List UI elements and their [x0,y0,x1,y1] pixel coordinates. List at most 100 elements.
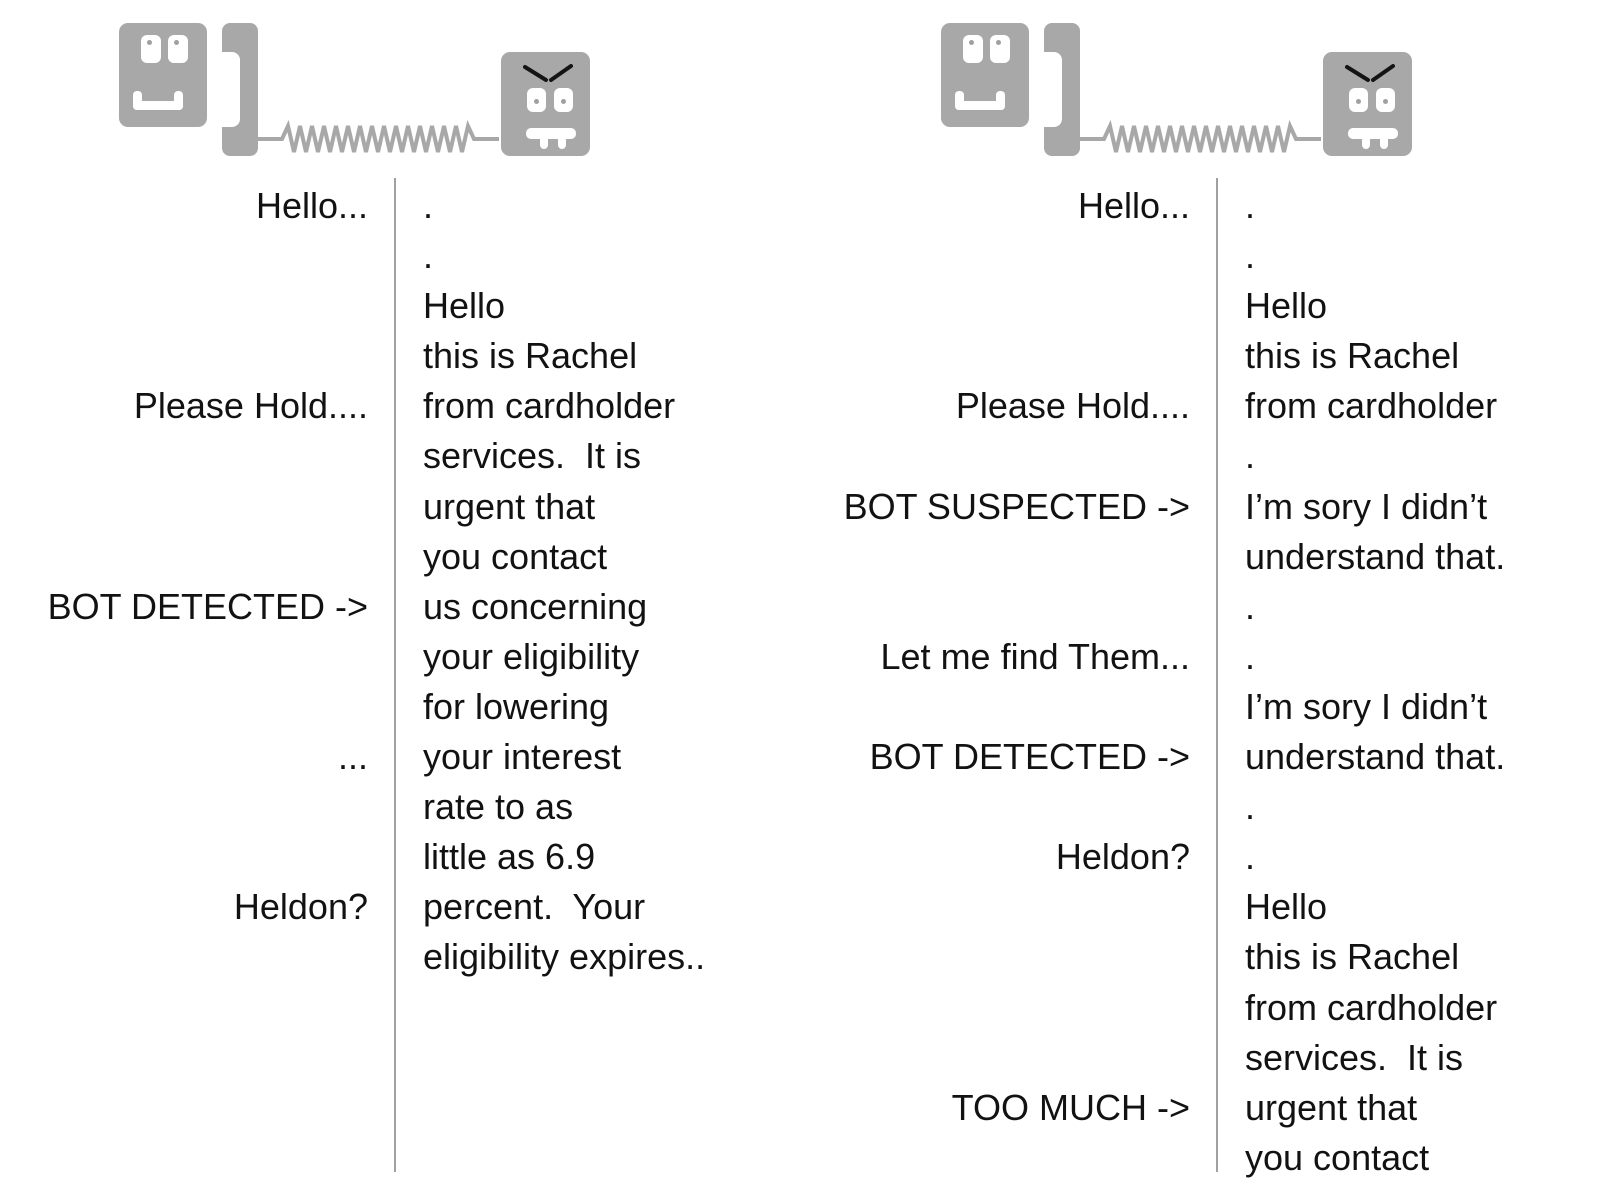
dialog-line: . [1245,836,1256,878]
dialog-line: from cardholder [423,385,676,427]
call-panel-2: Hello... Please Hold.... BOT SUSPECTED -> L… [822,0,1600,1200]
dialog-line: from cardholder [1245,986,1498,1028]
dialog-line [822,1133,1190,1183]
dialog-line [822,782,1190,832]
dialog-line: BOT DETECTED -> [47,585,368,627]
robot-eye-icon [1349,88,1368,112]
dialog-line: Please Hold.... [133,385,368,427]
calm-robot-icon [119,23,207,127]
dialog-line [822,1033,1190,1083]
dialog-line: understand that. [1245,736,1506,778]
dialog-line [822,582,1190,632]
dialog-line: Please Hold.... [955,385,1190,427]
dialog-divider [394,178,396,1172]
dialog-line: I’m sory I didn’t [1245,485,1488,527]
robot-pupil-icon [534,99,539,104]
dialog-line [0,431,368,481]
dialog-line [822,983,1190,1033]
dialog-line [0,331,368,381]
dialog-line [822,882,1190,932]
robot-pupil-icon [996,40,1001,45]
dialog-line: . [1245,585,1256,627]
dialog-line [822,331,1190,381]
dialog-line: Heldon? [1055,836,1190,878]
dialog-line: urgent that [1245,1086,1418,1128]
robot-eye-icon [963,35,983,63]
robot-pupil-icon [147,40,152,45]
dialog-line: Let me find Them... [880,635,1190,677]
dialog-line: your eligibility [423,635,640,677]
phone-handset-icon [1043,23,1080,156]
dialog-line [822,682,1190,732]
dialog-line [822,532,1190,582]
dialog-line: . [423,185,434,226]
robot-tooth-icon [1380,132,1388,149]
dialog-line [0,231,368,281]
caller-dialog-column: Hello...Please Hold....BOT SUSPECTED ->L… [822,181,1190,1183]
dialog-line: . [1245,185,1256,226]
dialog-line: you contact [423,535,608,577]
dialog-line [0,832,368,882]
robot-grimace-mouth-icon [1348,128,1398,139]
dialog-line: services. It is [423,435,642,477]
dialog-line: BOT DETECTED -> [869,736,1190,778]
robot-eye-icon [527,88,546,112]
dialog-line: Heldon? [233,886,368,928]
dialog-line: I’m sory I didn’t [1245,685,1488,727]
robot-eye-icon [168,35,188,63]
robot-pupil-icon [969,40,974,45]
dialog-line: from cardholder [1245,385,1498,427]
robot-pupil-icon [561,99,566,104]
robot-pupil-icon [1356,99,1361,104]
dialog-line: your interest [423,736,622,778]
dialog-line: Hello [423,285,506,327]
dialog-line: little as 6.9 [423,836,596,878]
dialog-line [0,782,368,832]
dialog-line: eligibility expires.. [423,936,706,978]
robot-pupil-icon [1383,99,1388,104]
dialog-line [0,682,368,732]
dialog-line: Hello... [255,185,368,226]
dialog-line: us concerning [423,585,648,627]
dialog-line [0,281,368,331]
dialog-line: TOO MUCH -> [951,1086,1190,1128]
dialog-line: you contact [1245,1136,1430,1178]
dialog-line: Hello [1245,285,1328,327]
robot-tooth-icon [558,132,566,149]
coiled-cord-icon [256,119,499,153]
dialog-line: . [1245,635,1256,677]
robot-eye-icon [1376,88,1395,112]
dialog-line: services. It is [1245,1036,1464,1078]
dialog-line: BOT SUSPECTED -> [843,485,1190,527]
robot-flat-mouth-icon [133,91,183,110]
dialog-line: . [1245,435,1256,477]
coiled-cord-icon [1078,119,1321,153]
angry-robot-icon [1323,52,1412,156]
dialog-line [822,431,1190,481]
dialog-line [0,632,368,682]
dialog-line [822,231,1190,281]
robot-tooth-icon [1362,132,1370,149]
robot-eye-icon [141,35,161,63]
phone-handset-icon [221,23,258,156]
dialog-line [0,482,368,532]
dialog-line [822,281,1190,331]
dialog-line: . [1245,786,1256,828]
caller-dialog-column: Hello... Please Hold.... BOT DETECTED ->..… [0,181,368,983]
dialog-line: this is Rachel [1245,335,1460,377]
dialog-line [0,532,368,582]
calm-robot-icon [941,23,1029,127]
dialog-line: for lowering [423,685,610,727]
robot-flat-mouth-icon [955,91,1005,110]
bot-dialog-column: .. Hello this is Rachel from cardholder. I’m… [1245,181,1600,1183]
angry-eyebrows-icon [523,64,573,82]
dialog-line: percent. Your [423,886,646,928]
dialog-line: urgent that [423,485,596,527]
dialog-line: . [1245,235,1256,277]
robot-tooth-icon [540,132,548,149]
dialog-line: ... [337,736,368,778]
dialog-line: . [423,235,434,277]
dialog-line: rate to as [423,786,574,828]
